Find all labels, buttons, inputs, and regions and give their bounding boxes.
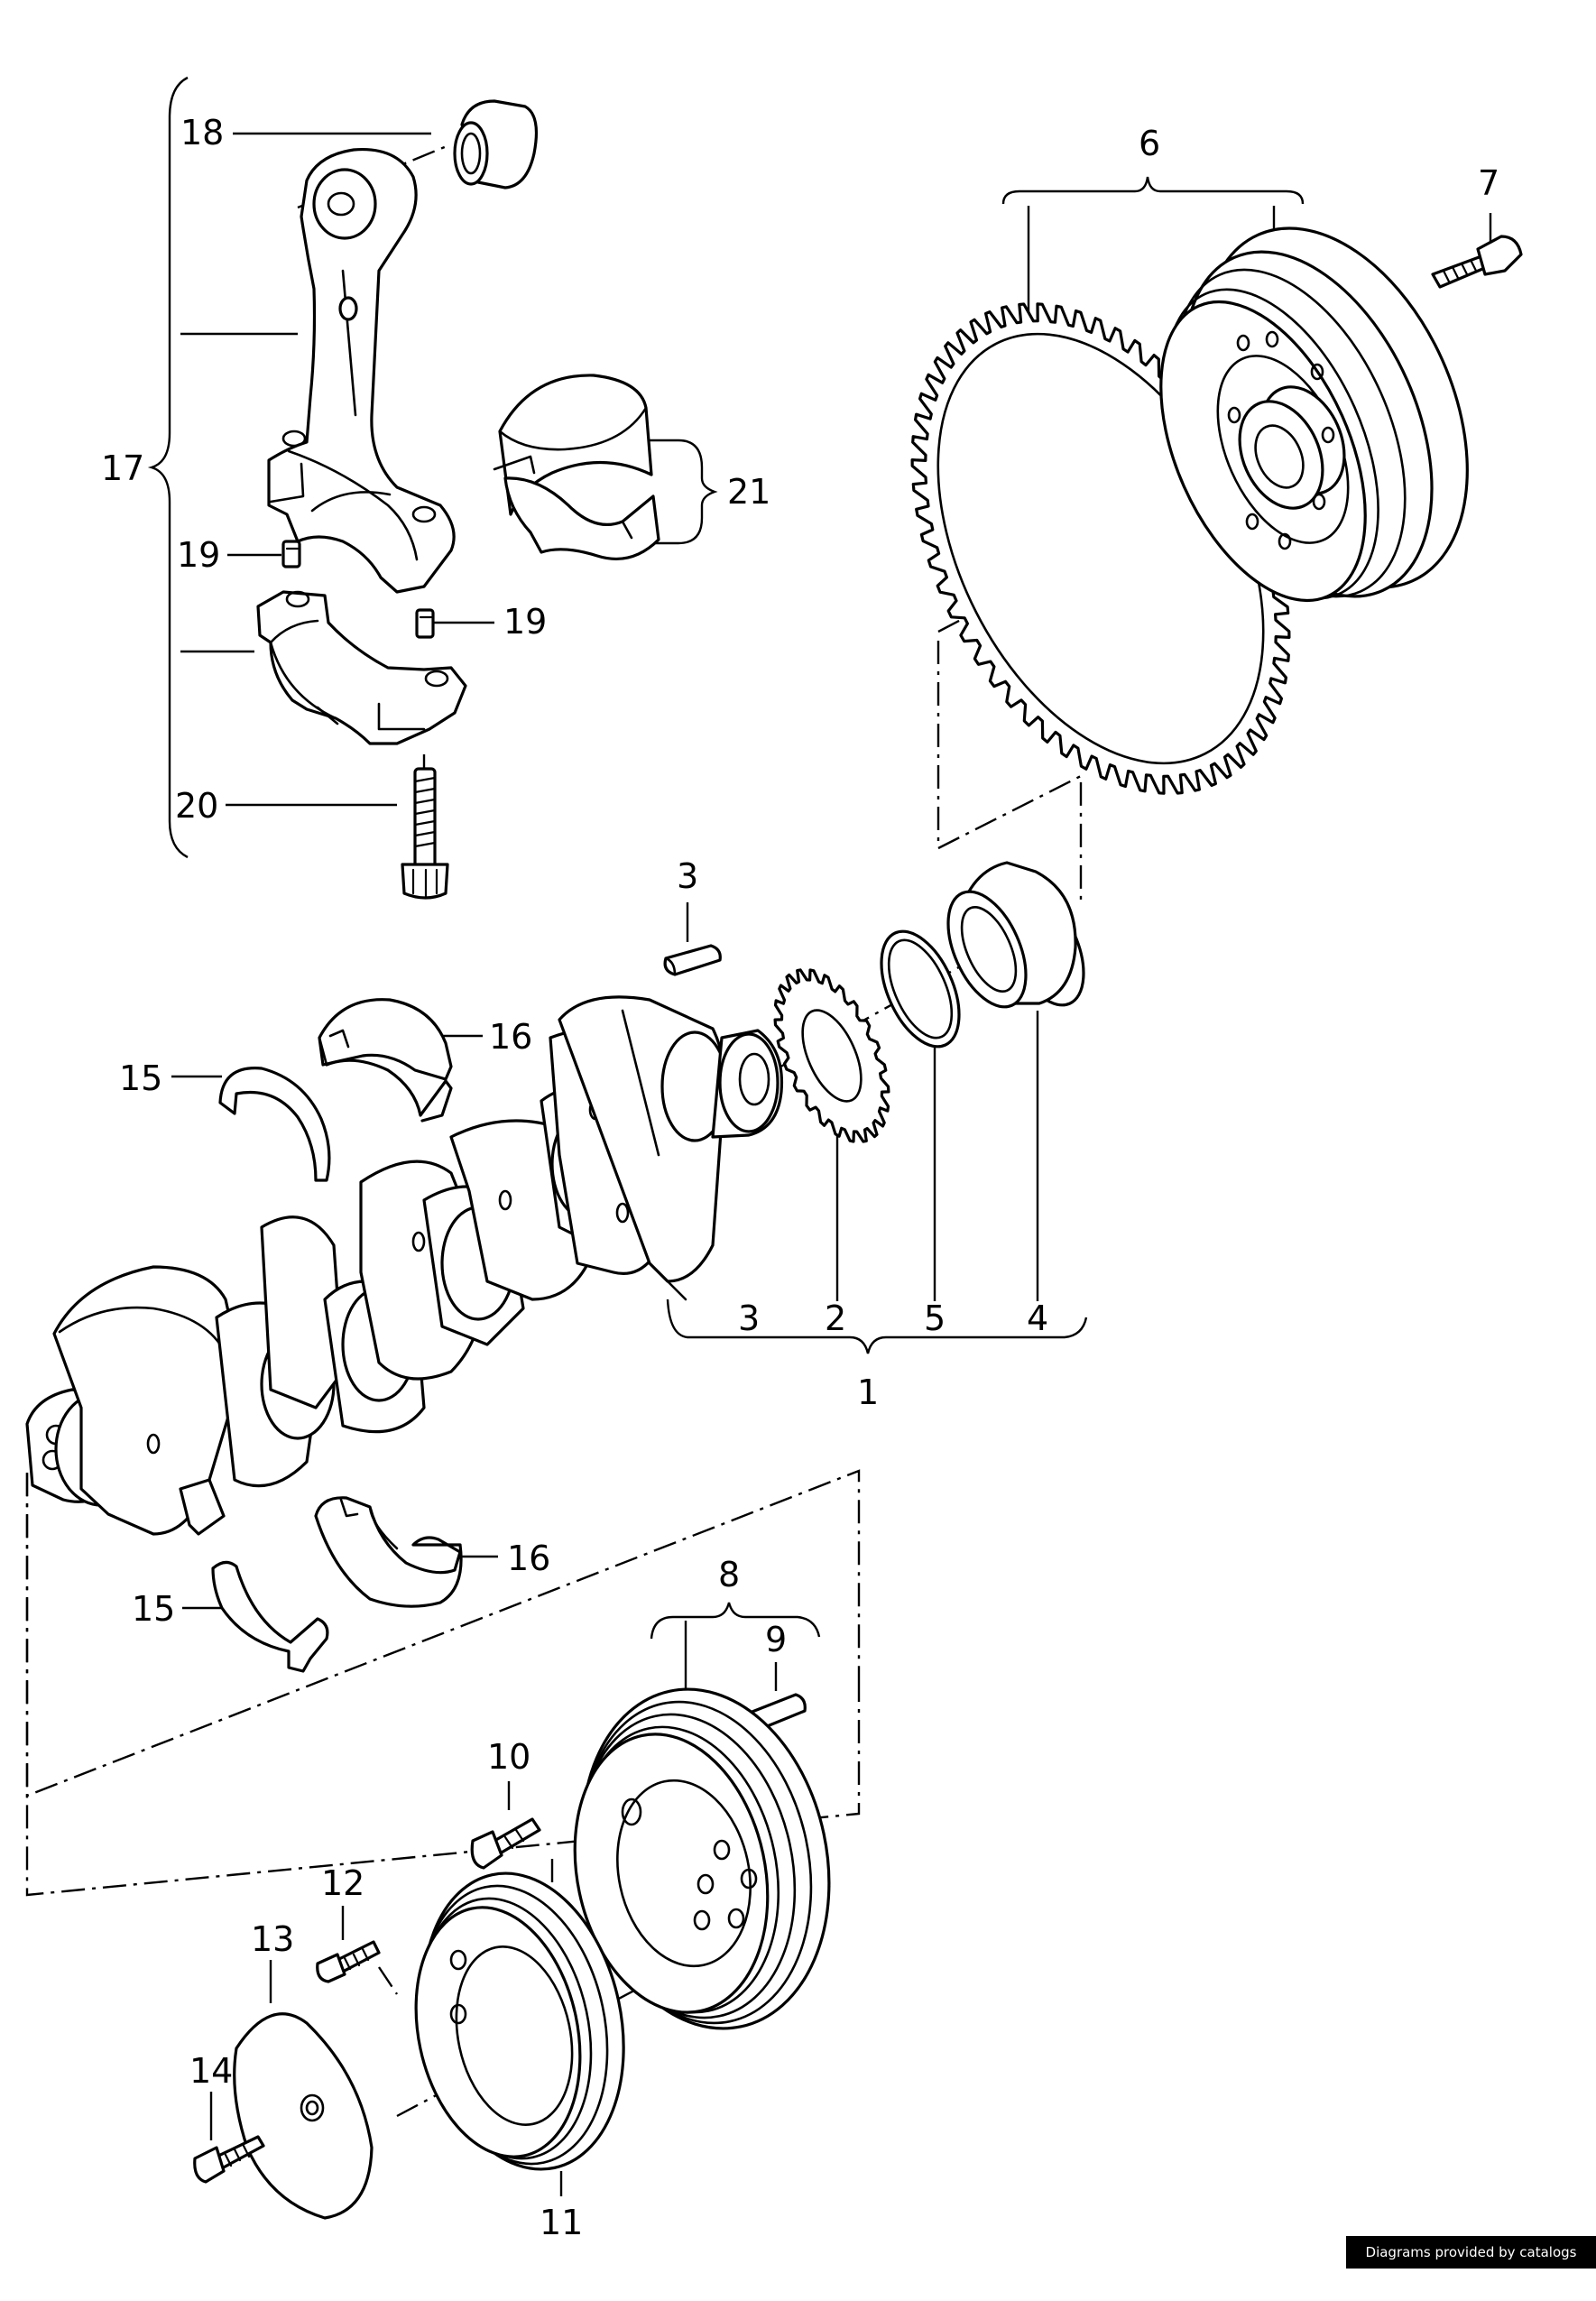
- callout-19-right: 19: [503, 602, 547, 642]
- crank-pulley-hub: [1159, 226, 1469, 603]
- callout-7: 7: [1478, 163, 1499, 203]
- crank-sprocket: [773, 968, 890, 1143]
- callout-17: 17: [101, 448, 144, 488]
- callout-8: 8: [718, 1555, 740, 1594]
- hub-bolt: [1431, 235, 1523, 289]
- callout-13: 13: [251, 1919, 294, 1959]
- callout-10: 10: [487, 1737, 530, 1777]
- callout-14: 14: [189, 2051, 233, 2091]
- woodruff-key-top: [663, 944, 722, 976]
- diagram-credit: Diagrams provided by catalogs parts: [1346, 2236, 1596, 2293]
- sleeve: [946, 861, 1085, 1009]
- pulley-bolt: [470, 1817, 541, 1870]
- connecting-rod-assembly: [256, 99, 538, 900]
- pulley-small-bolt: [316, 1940, 381, 1983]
- thrust-washer-lower: [211, 1560, 329, 1673]
- cap-bolt: [401, 754, 449, 900]
- crankshaft: [25, 995, 784, 1536]
- seal-ring: [880, 929, 961, 1049]
- callout-19-left: 19: [177, 535, 220, 575]
- main-bearing-shell-lower: [314, 1496, 463, 1608]
- callout-16-upper: 16: [489, 1017, 532, 1057]
- cover-bolt: [193, 2135, 265, 2184]
- rod-bearing-shells: [493, 374, 660, 560]
- callout-11: 11: [540, 2203, 583, 2242]
- cover-disc: [233, 2012, 374, 2220]
- callout-3-top: 3: [677, 856, 698, 896]
- small-end-bushing: [453, 99, 538, 189]
- callout-1: 1: [857, 1372, 879, 1412]
- callout-15-lower: 15: [132, 1589, 175, 1629]
- belt-pulley: [414, 1871, 625, 2171]
- callout-9: 9: [765, 1620, 787, 1659]
- callout-3-bottom: 3: [738, 1298, 760, 1338]
- sprocket-teeth: [773, 968, 890, 1143]
- callout-12: 12: [321, 1863, 364, 1903]
- main-bearing-shell-upper: [318, 998, 453, 1123]
- callout-21: 21: [727, 472, 770, 512]
- callout-18: 18: [180, 113, 224, 152]
- dowel-sleeve-left: [281, 540, 301, 568]
- callout-20: 20: [175, 786, 218, 826]
- callout-2: 2: [825, 1298, 846, 1338]
- vibration-damper-pulley: [573, 1687, 831, 2030]
- callout-labels: 18 17 19 19 20 21 6 7 3 16 15 3 2 5 4 1 …: [101, 113, 1499, 2242]
- callout-6: 6: [1139, 124, 1160, 163]
- callout-4: 4: [1027, 1298, 1048, 1338]
- thrust-washer-upper: [218, 1067, 331, 1182]
- callout-16-lower: 16: [507, 1539, 550, 1578]
- dowel-sleeve-right: [415, 608, 435, 639]
- callout-5: 5: [924, 1298, 946, 1338]
- callout-15-upper: 15: [119, 1058, 162, 1098]
